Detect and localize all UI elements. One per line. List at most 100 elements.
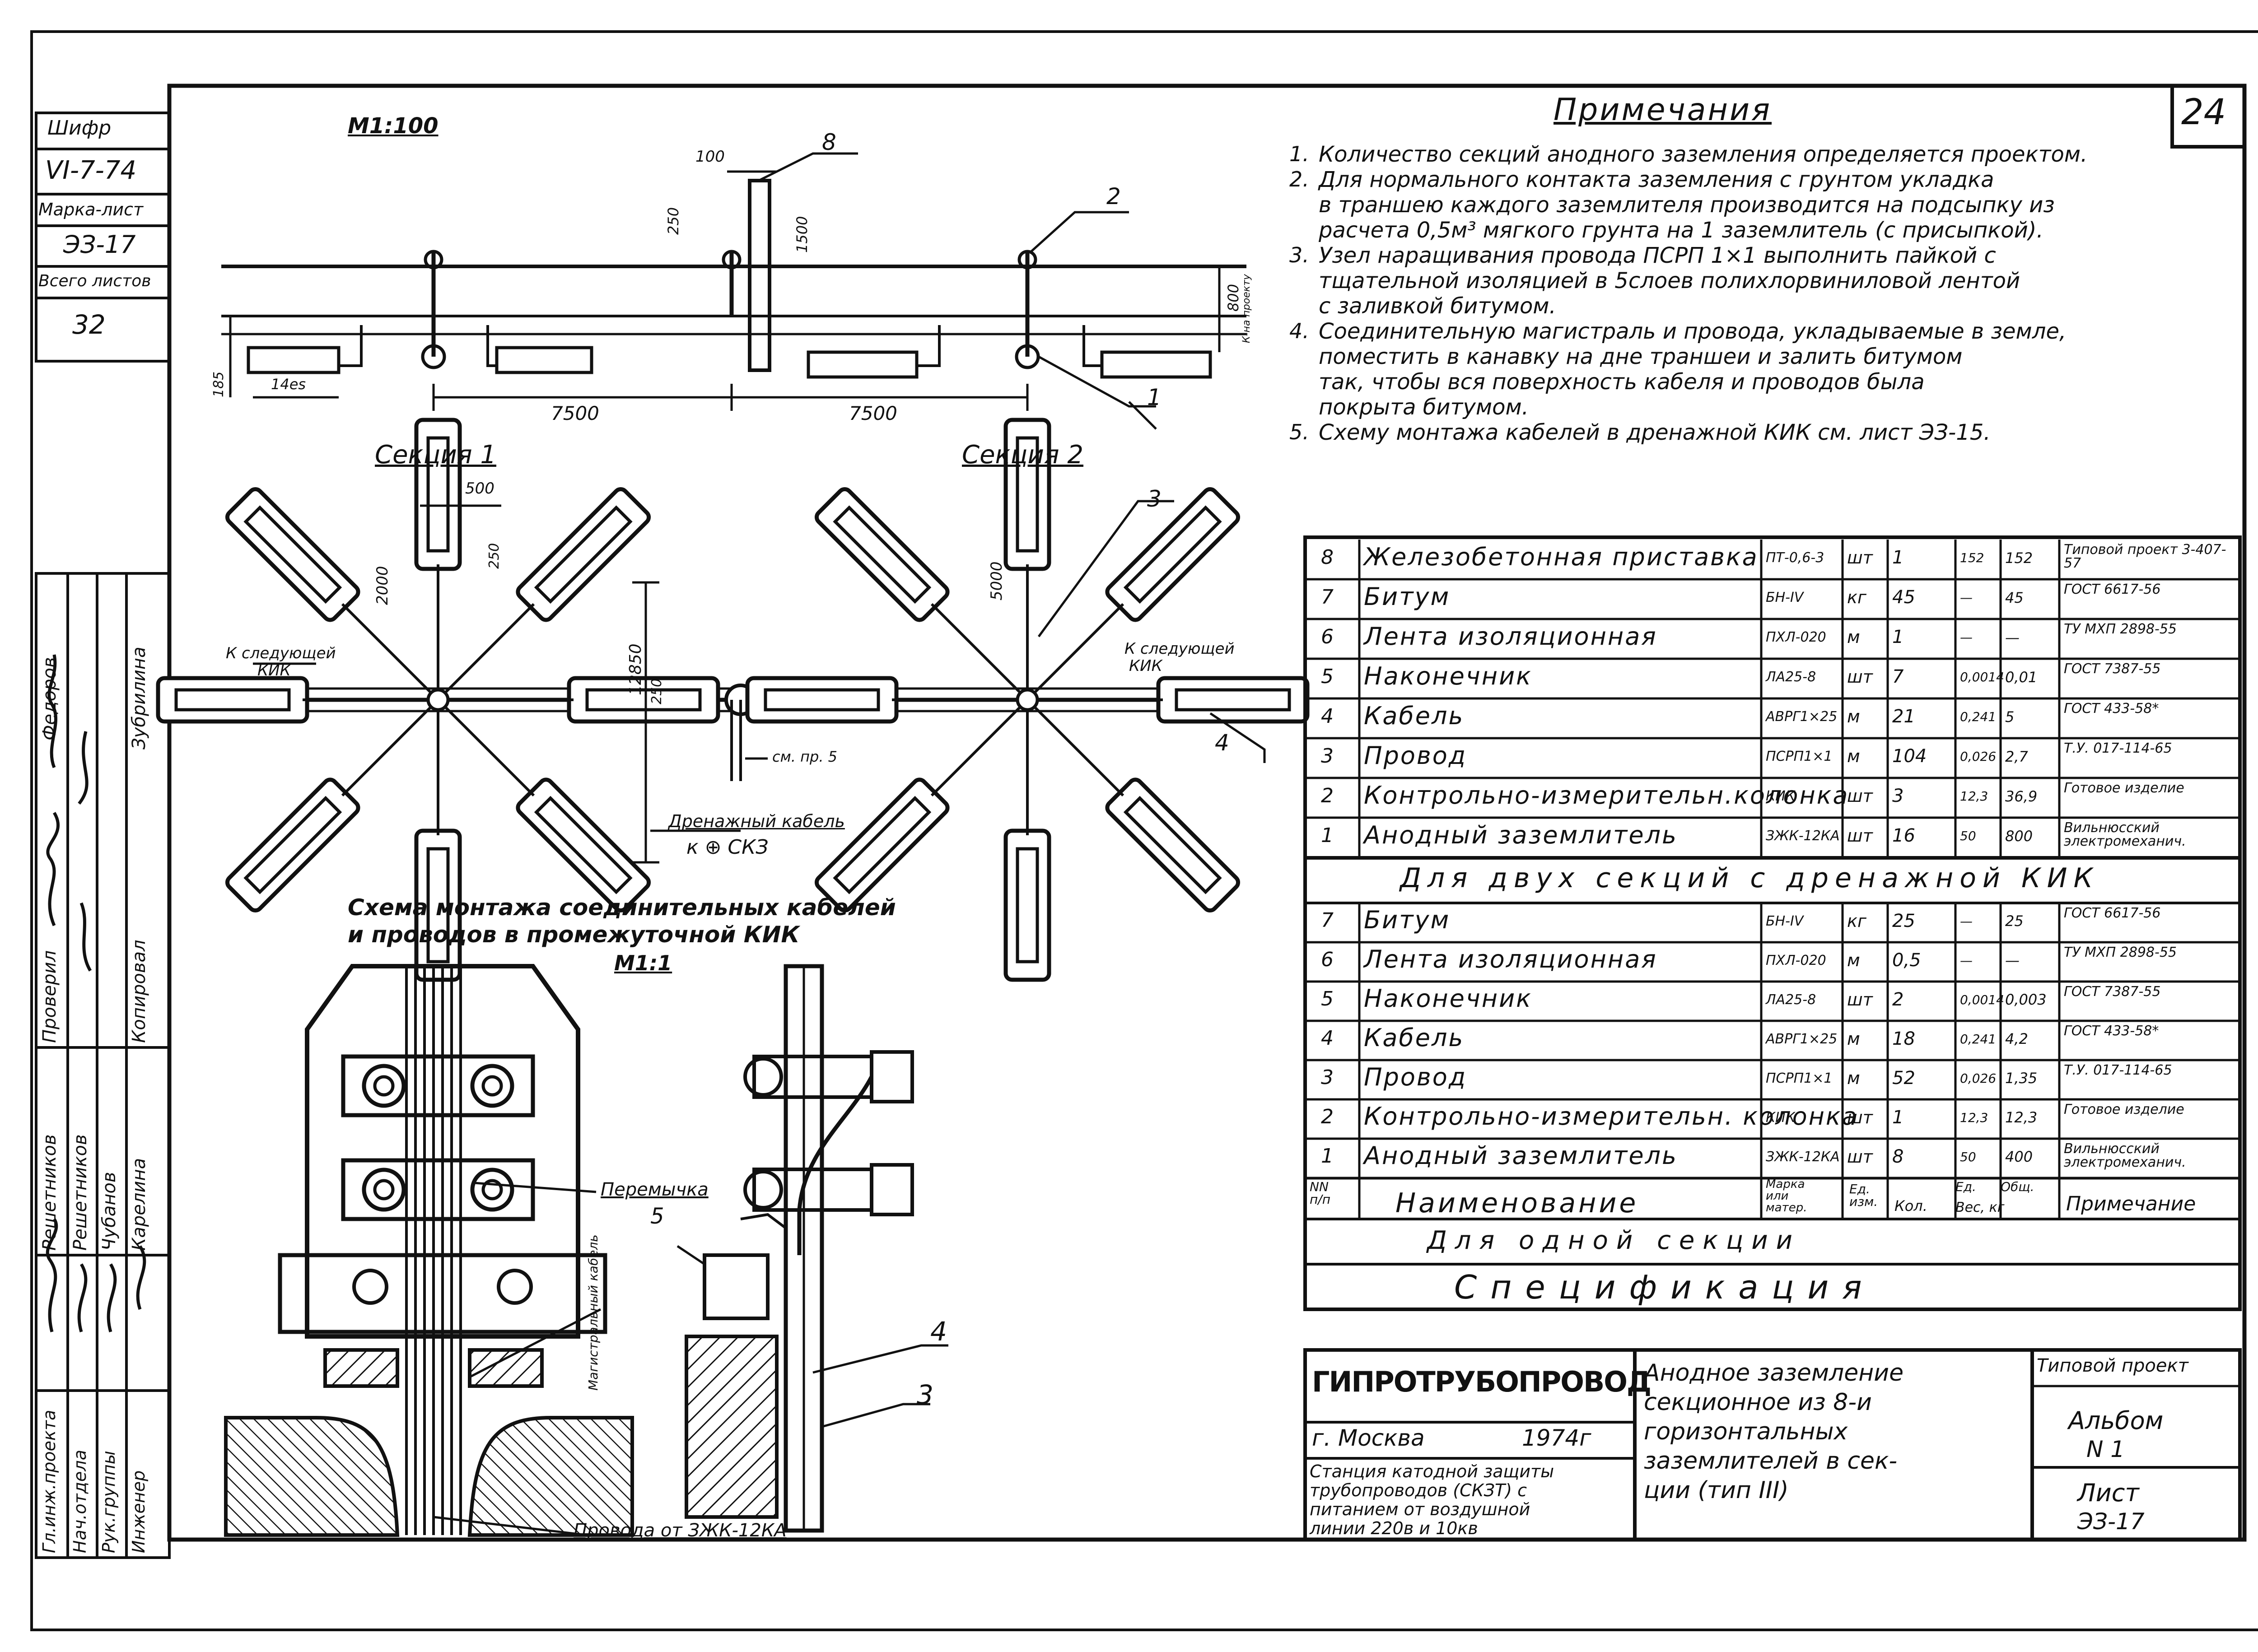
spec-cell-unit: м [1847, 1028, 1860, 1049]
section-1-dim-250: 250 [486, 543, 502, 569]
spec-header-mark: Марка или матер. [1766, 1177, 1807, 1215]
spec-cell-w2: 0,01 [2005, 668, 2038, 686]
spec-cell-w2: 800 [2005, 827, 2033, 845]
note-line: тщательной изоляцией в 5слоев полихлорви… [1319, 268, 2020, 293]
plan-callout-2: 2 [1106, 183, 1121, 209]
section-1-dim-250b: 250 [649, 678, 665, 704]
desc-3: питанием от воздушной [1310, 1499, 1530, 1519]
spec-cell-w1: 50 [1960, 828, 1976, 844]
spec-cell-unit: шт [1847, 1107, 1873, 1127]
spec-cell-mark: ЛА25-8 [1766, 991, 1816, 1008]
spec-cell-mark: АВРГ1×25 [1766, 1031, 1838, 1047]
name-4: Карелина [129, 1158, 149, 1251]
spec-header-name: Наименование [1395, 1187, 1639, 1219]
shifr-value: VI-7-74 [45, 156, 137, 185]
spec-cell-mark: ЗЖК-12КА [1766, 1149, 1840, 1165]
spec-cell-w2: 5 [2005, 708, 2015, 726]
note-number: 2. [1289, 167, 1309, 191]
spec-cell-note: Готовое изделие [2064, 780, 2184, 796]
note-line: Схему монтажа кабелей в дренажной КИК см… [1319, 420, 1991, 445]
plan-dim-7500-a: 7500 [551, 402, 599, 424]
spec-cell-w1: 50 [1960, 1149, 1976, 1164]
spec-cell-qty: 25 [1892, 910, 1915, 931]
section-2-callout-4: 4 [1215, 730, 1229, 756]
sheet-label: Лист [2077, 1479, 2139, 1507]
spec-cell-name: Лента изоляционная [1364, 945, 1657, 974]
spec-cell-name: Битум [1364, 906, 1451, 935]
album-number: N 1 [2086, 1436, 2125, 1462]
detail-title-2: и проводов в промежуточной КИК [348, 921, 800, 948]
note-number: 5. [1289, 420, 1309, 444]
spec-cell-qty: 2 [1892, 989, 1904, 1010]
spec-header-weight: Вес, кг [1955, 1200, 2005, 1215]
spec-cell-note: ГОСТ 433-58* [2064, 1023, 2159, 1039]
spec-cell-note: ГОСТ 433-58* [2064, 701, 2159, 717]
doc-name-2: секционное из 8-и [1644, 1389, 1872, 1416]
sheet-number: 24 [2181, 92, 2226, 133]
note-number: 4. [1289, 319, 1309, 343]
plan-dim-250: 250 [665, 207, 682, 235]
sheet-code: ЭЗ-17 [2077, 1508, 2145, 1535]
copied-name: Зубрилина [129, 647, 149, 749]
spec-cell-w1: 12,3 [1960, 1110, 1988, 1125]
spec-cell-unit: шт [1847, 548, 1873, 568]
name-3: Чубанов [99, 1172, 120, 1251]
inner-frame [167, 84, 2247, 1542]
detail-callout-5: 5 [650, 1204, 664, 1229]
spec-cell-mark: ПТ-0,6-3 [1766, 550, 1824, 566]
shifr-label: Шифр [47, 116, 112, 140]
spec-cell-name: Контрольно-измерительн. колонка [1364, 1102, 1858, 1131]
spec-cell-name: Провод [1364, 741, 1467, 770]
spec-cell-w2: 2,7 [2005, 748, 2028, 765]
spec-cell-unit: шт [1847, 786, 1873, 806]
section-2-dim-5000: 5000 [988, 561, 1006, 600]
typical-project: Типовой проект [2037, 1355, 2188, 1376]
spec-cell-mark: ПСРП1×1 [1766, 1070, 1833, 1086]
spec-cell-n: 3 [1321, 744, 1334, 768]
spec-cell-unit: кг [1847, 587, 1866, 608]
spec-cell-mark: ПХЛ-020 [1766, 952, 1826, 968]
name-1: Решетников [39, 1134, 60, 1251]
spec-cell-qty: 45 [1892, 587, 1915, 608]
section-1-title: Секция 1 [375, 440, 497, 470]
checked-name: Федоров [39, 657, 60, 740]
spec-cell-mark: БН-IV [1766, 913, 1804, 929]
drain-label-1: Дренажный кабель [668, 811, 845, 831]
doc-name-1: Анодное заземление [1644, 1359, 1904, 1387]
desc-1: Станция катодной защиты [1310, 1461, 1554, 1481]
spec-cell-w1: 12,3 [1960, 789, 1988, 804]
spec-cell-name: Наконечник [1364, 661, 1532, 690]
spec-header-unit: Ед. изм. [1849, 1182, 1878, 1209]
role-dept-head: Нач.отдела [70, 1449, 90, 1553]
note-line: поместить в канавку на дне траншеи и зал… [1319, 344, 1963, 369]
spec-cell-note: ГОСТ 7387-55 [2064, 661, 2161, 677]
section-1-dim-12850: 12850 [626, 643, 645, 695]
spec-cell-n: 6 [1321, 625, 1334, 648]
spec-header-w1: Ед. [1955, 1179, 1976, 1194]
spec-cell-w2: 25 [2005, 912, 2024, 930]
detail-kik-drawing [224, 964, 948, 1537]
marka-label: Марка-лист [38, 200, 144, 219]
detail-callout-3: 3 [917, 1379, 933, 1410]
spec-cell-w2: 0,003 [2005, 991, 2047, 1009]
spec-cell-w2: 1,35 [2005, 1070, 2038, 1087]
total-label: Всего листов [38, 272, 151, 290]
note-line: в траншею каждого заземлителя производит… [1319, 192, 2055, 218]
spec-cell-note: Вильнюсский электромеханич. [2064, 1141, 2186, 1170]
plan-dim-14es: 14es [271, 376, 306, 393]
spec-cell-w1: 0,241 [1960, 1031, 1997, 1047]
year: 1974г [1522, 1425, 1591, 1451]
role-group-lead: Рук.группы [99, 1451, 119, 1553]
spec-cell-unit: шт [1847, 826, 1873, 846]
spec-cell-n: 8 [1321, 545, 1334, 569]
spec-header-n: NN п/п [1310, 1179, 1331, 1207]
spec-cell-mark: АВРГ1×25 [1766, 709, 1838, 725]
spec-cell-note: Т.У. 017-114-65 [2064, 1062, 2172, 1078]
note-line: покрыта битумом. [1319, 395, 1529, 420]
spec-cell-n: 3 [1321, 1066, 1334, 1089]
note-line: Узел наращивания провода ПСРП 1×1 выполн… [1319, 243, 1996, 268]
spec-cell-w2: — [2005, 952, 2020, 969]
section-1-next-1: К следующей [226, 644, 336, 662]
section-1-dim-500: 500 [465, 479, 495, 498]
section-1-next-2: КИК [257, 661, 291, 679]
